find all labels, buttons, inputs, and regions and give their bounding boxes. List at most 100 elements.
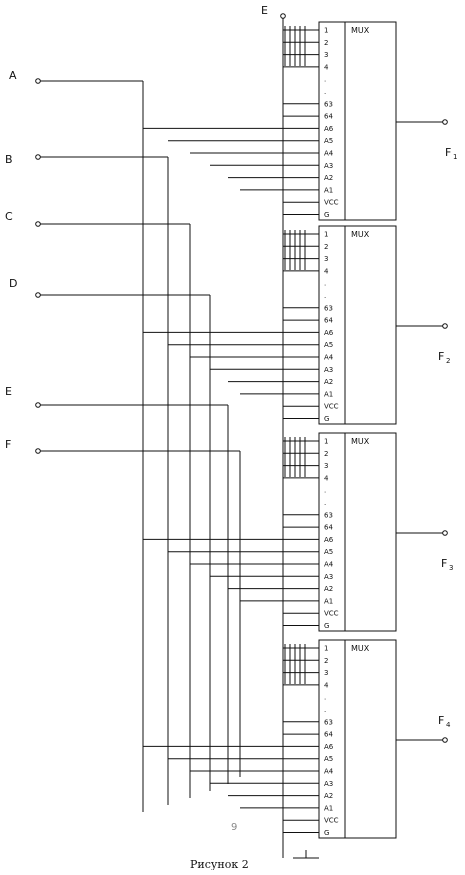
mux-2-title: MUX (351, 230, 370, 239)
mux-4-pin-label: A2 (324, 792, 333, 800)
mux-2-pin-label: A4 (324, 354, 334, 362)
mux-1-pin-label: A2 (324, 174, 333, 182)
input-label-f: F (5, 438, 11, 451)
mux-2-pin-label: 2 (324, 243, 328, 251)
mux-4-output-label: F (438, 714, 444, 727)
input-label-b: B (5, 153, 13, 166)
mux-2-pin-label: 3 (324, 255, 328, 263)
mux-4-pin-label: . (324, 706, 326, 714)
mux-1-output-subscript: 1 (453, 153, 457, 161)
mux-4-pin-label: A6 (324, 743, 334, 751)
mux-3-pin-label: A4 (324, 561, 334, 569)
mux-2-outline (318, 225, 397, 425)
mux-1-outline (318, 21, 397, 221)
mux-4-outline (318, 639, 397, 839)
input-terminal-a (35, 78, 41, 84)
mux-3-pin-label: VCC (324, 610, 339, 618)
mux-1-output-label: F (445, 146, 451, 159)
mux-2-output-terminal (442, 323, 448, 329)
mux-3-pin-label: A1 (324, 597, 333, 605)
mux-1-title: MUX (351, 26, 370, 35)
mux-3-output-subscript: 3 (449, 564, 453, 572)
input-label-e: E (5, 385, 12, 398)
enable-terminal (280, 13, 286, 19)
enable-label: E (261, 4, 268, 17)
mux-4-pin-label: 64 (324, 731, 333, 739)
mux-2-pin-label: A5 (324, 341, 333, 349)
mux-4-title: MUX (351, 644, 370, 653)
mux-3-pin-label: A6 (324, 536, 334, 544)
figure-caption: Рисунок 2 (190, 858, 249, 870)
mux-1-pin-label: VCC (324, 199, 339, 207)
mux-4-pin-label: 1 (324, 645, 328, 653)
mux-3-pin-label: 4 (324, 474, 329, 482)
mux-1-pin-label: 1 (324, 27, 328, 35)
mux-2-pin-label: . (324, 280, 326, 288)
mux-3-title: MUX (351, 437, 370, 446)
mux-1-pin-label: 63 (324, 100, 333, 108)
mux-2-pin-label: VCC (324, 403, 339, 411)
input-label-a: A (9, 69, 17, 82)
mux-3-pin-label: A5 (324, 548, 333, 556)
mux-2-pin-label: A1 (324, 390, 333, 398)
mux-3-pin-label: 63 (324, 511, 333, 519)
mux-4-pin-label: . (324, 694, 326, 702)
mux-3-pin-label: G (324, 622, 329, 630)
input-terminal-f (35, 448, 41, 454)
mux-4-pin-label: 4 (324, 681, 329, 689)
mux-3-pin-label: . (324, 499, 326, 507)
mux-1-output-terminal (442, 119, 448, 125)
mux-4-output-terminal (442, 737, 448, 743)
mux-4-pin-label: A1 (324, 804, 333, 812)
mux-3-pin-label: A3 (324, 573, 333, 581)
mux-4-pin-label: A5 (324, 755, 333, 763)
mux-1-pin-label: A3 (324, 162, 333, 170)
mux-4-pin-label: G (324, 829, 329, 837)
mux-4-pin-label: A4 (324, 768, 334, 776)
mux-2-pin-label: . (324, 292, 326, 300)
mux-1-pin-label: . (324, 88, 326, 96)
input-label-d: D (9, 277, 17, 290)
mux-1-pin-label: A6 (324, 125, 334, 133)
mux-1-pin-label: . (324, 76, 326, 84)
mux-2-output-label: F (438, 350, 444, 363)
input-terminal-d (35, 292, 41, 298)
mux-3-pin-label: 3 (324, 462, 328, 470)
mux-2-pin-label: 4 (324, 267, 329, 275)
mux-2-output-subscript: 2 (446, 357, 450, 365)
mux-1-pin-label: A1 (324, 186, 333, 194)
input-terminal-b (35, 154, 41, 160)
mux-3-outline (318, 432, 397, 632)
input-label-c: C (5, 210, 13, 223)
input-terminal-e (35, 402, 41, 408)
mux-2-pin-label: 64 (324, 317, 333, 325)
mux-1-pin-label: 4 (324, 63, 329, 71)
mux-2-pin-label: G (324, 415, 329, 423)
mux-1-pin-label: 64 (324, 113, 333, 121)
mux-1-pin-label: 2 (324, 39, 328, 47)
mux-1-pin-label: 3 (324, 51, 328, 59)
mux-2-pin-label: A2 (324, 378, 333, 386)
mux-2-pin-label: A3 (324, 366, 333, 374)
mux-1-pin-label: A5 (324, 137, 333, 145)
mux-4-output-subscript: 4 (446, 721, 451, 729)
mux-2-pin-label: 63 (324, 304, 333, 312)
page-number: 9 (231, 822, 237, 833)
mux-4-pin-label: 63 (324, 718, 333, 726)
mux-3-pin-label: . (324, 487, 326, 495)
input-terminal-c (35, 221, 41, 227)
mux-3-pin-label: 64 (324, 524, 333, 532)
mux-3-pin-label: A2 (324, 585, 333, 593)
mux-3-pin-label: 1 (324, 438, 328, 446)
mux-1-pin-label: G (324, 211, 329, 219)
mux-3-pin-label: 2 (324, 450, 328, 458)
mux-3-output-label: F (441, 557, 447, 570)
mux-2-pin-label: A6 (324, 329, 334, 337)
mux-4-pin-label: 2 (324, 657, 328, 665)
mux-4-pin-label: 3 (324, 669, 328, 677)
mux-3-output-terminal (442, 530, 448, 536)
mux-2-pin-label: 1 (324, 231, 328, 239)
mux-1-pin-label: A4 (324, 150, 334, 158)
